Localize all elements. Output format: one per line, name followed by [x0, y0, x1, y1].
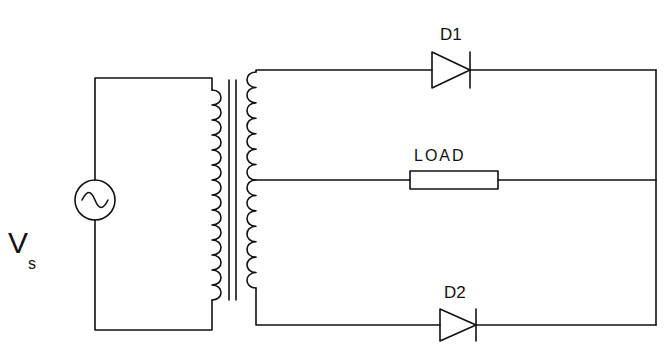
- coil-turns: [247, 72, 256, 288]
- tap-wire: [256, 179, 410, 181]
- ac-source-symbol: [75, 180, 115, 220]
- primary-wire: [95, 78, 212, 180]
- source-subscript: s: [28, 256, 36, 272]
- bottom-wire: [256, 288, 440, 325]
- coil-turns: [212, 90, 221, 300]
- source-name: V: [8, 228, 28, 258]
- core-line: [228, 80, 230, 300]
- load-wire: [498, 179, 656, 181]
- core-line: [235, 80, 237, 300]
- top-wire: [256, 70, 432, 72]
- load-name: LOAD: [414, 148, 466, 164]
- primary-wire: [95, 220, 212, 330]
- diode-name: D2: [444, 284, 466, 301]
- top-wire: [470, 69, 656, 71]
- diode-name: D1: [440, 26, 462, 43]
- bottom-wire: [476, 324, 656, 326]
- diode-symbol: [440, 309, 476, 341]
- secondary-winding: [247, 72, 256, 288]
- diode-symbol: [432, 52, 470, 88]
- output-wire: [655, 70, 657, 325]
- primary-winding: [212, 90, 221, 300]
- sine-symbol: [82, 193, 108, 208]
- resistor-symbol: [410, 171, 498, 189]
